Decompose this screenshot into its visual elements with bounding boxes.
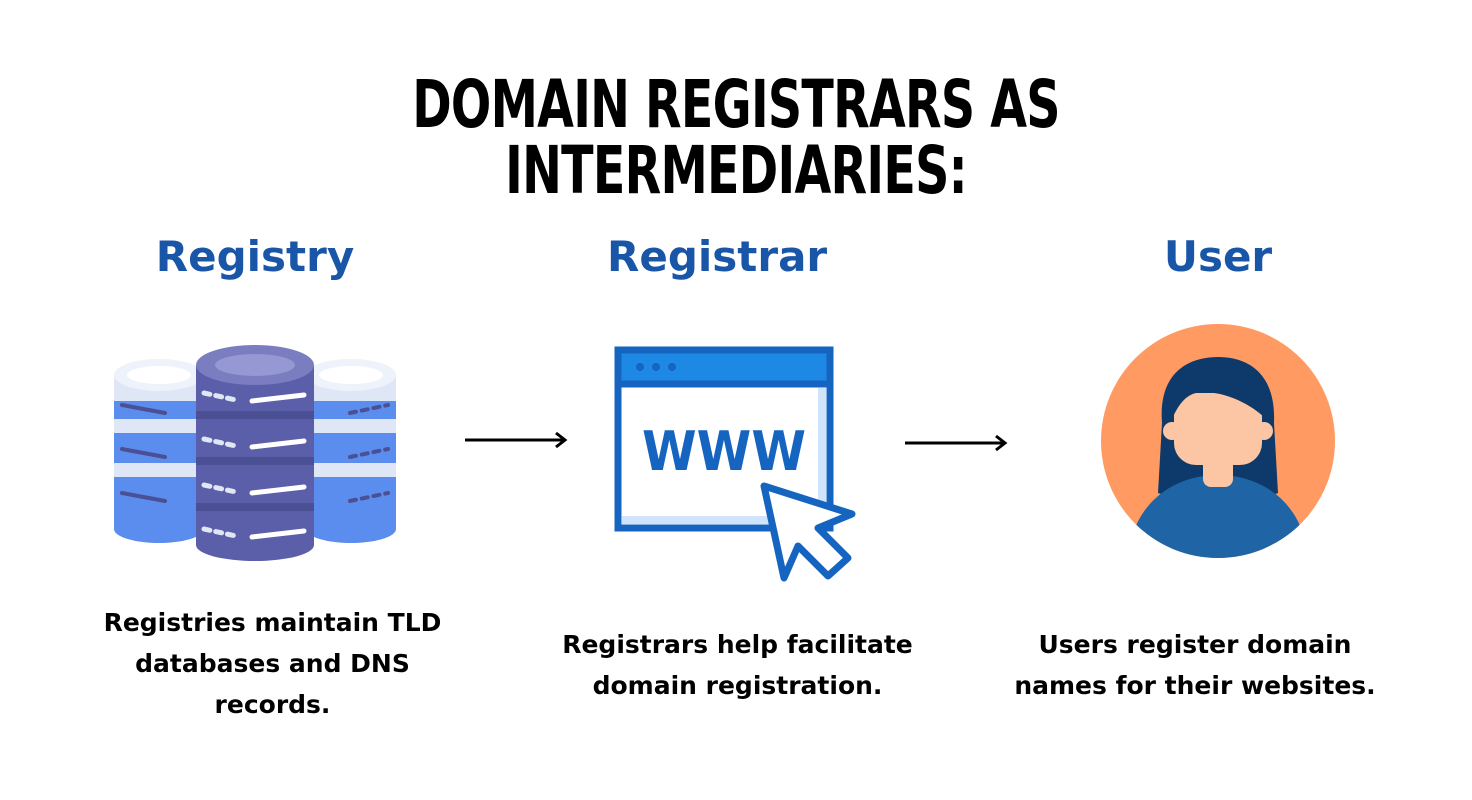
user-avatar-icon	[1101, 324, 1335, 558]
user-description: Users register domain names for their we…	[1014, 630, 1376, 700]
arrow-right-icon	[465, 431, 568, 449]
page-title: Domain Registrars as Intermediaries:	[412, 66, 1060, 209]
database-server-icon	[114, 345, 396, 561]
user-heading: User	[1163, 232, 1273, 281]
registry-heading: Registry	[155, 232, 355, 281]
registrar-description: Registrars help facilitate domain regist…	[562, 630, 913, 700]
www-label: WWW	[642, 420, 806, 483]
registry-description: Registries maintain TLD databases and DN…	[103, 608, 442, 719]
browser-www-cursor-icon: WWW	[614, 346, 856, 582]
registrar-heading: Registrar	[607, 232, 828, 281]
arrow-right-icon	[905, 434, 1008, 452]
